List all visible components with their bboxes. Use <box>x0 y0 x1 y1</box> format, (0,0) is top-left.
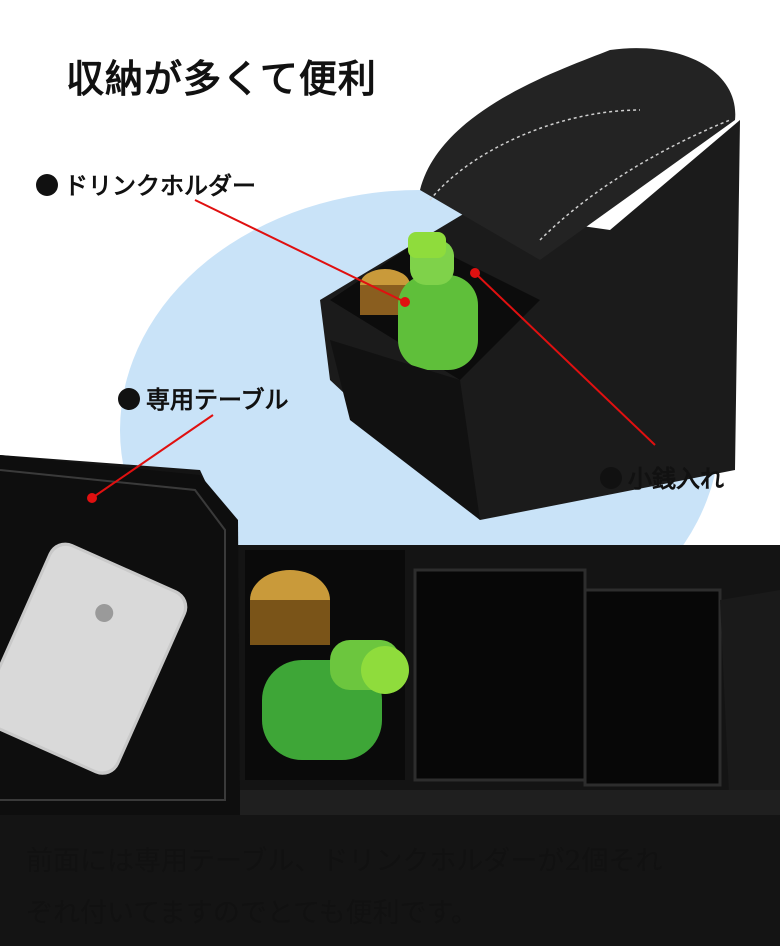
callout-coin-tray: 小銭入れ <box>600 459 724 494</box>
callout-coin-tray-text: 小銭入れ <box>628 464 724 493</box>
bullet-icon <box>36 174 58 196</box>
bullet-icon <box>118 388 140 410</box>
callout-pointers <box>87 199 656 503</box>
callout-table: 専用テーブル <box>118 380 289 415</box>
page-title: 収納が多くて便利 <box>66 56 377 101</box>
callout-table-text: 専用テーブル <box>146 385 289 414</box>
callout-drink-holder-text: ドリンクホルダー <box>64 171 256 200</box>
description-caption: 前面には専用テーブル、ドリンクホルダーが2個それ ぞれ付いてますのでとても便利で… <box>26 836 756 940</box>
caption-line-2: ぞれ付いてますのでとても便利です。 <box>26 898 478 929</box>
console-open-view <box>0 455 780 946</box>
callout-drink-holder: ドリンクホルダー <box>36 166 256 201</box>
caption-line-1: 前面には専用テーブル、ドリンクホルダーが2個それ <box>26 846 663 877</box>
bullet-icon <box>600 467 622 489</box>
console-top-view <box>320 48 740 520</box>
